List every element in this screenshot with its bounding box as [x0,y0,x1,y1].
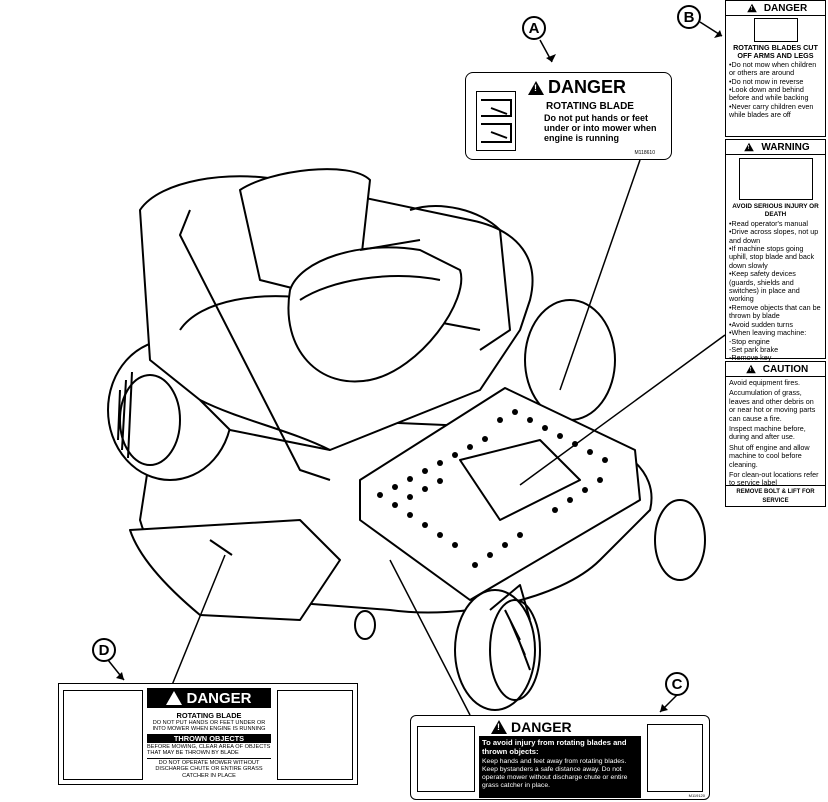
decal-b-danger-header: DANGER [726,1,825,16]
decal-b-caution-item: Accumulation of grass, leaves and other … [729,388,816,423]
hand-under-deck-icon [63,690,143,780]
decal-d-line1: DO NOT PUT HANDS OR FEET UNDER OR INTO M… [152,720,266,733]
decal-c-body: Keep hands and feet away from rotating b… [482,758,628,789]
leader-line-d [169,554,226,691]
thrown-objects-icon [277,690,353,780]
decal-b-caution-item: For clean-out locations refer to service… [729,470,819,488]
decal-d-title1: ROTATING BLADE [176,711,242,720]
decal-c-text-panel: To avoid injury from rotating blades and… [479,736,641,798]
callout-d: D [92,638,116,662]
decal-d-line2: BEFORE MOWING, CLEAR AREA OF OBJECTS THA… [147,744,271,757]
left-caster-wheel [454,589,536,711]
decal-c-header: DANGER [491,719,572,735]
decal-b-danger-item: •Never carry children even while blades … [729,101,814,120]
decal-b-warning-item: •Read operator's manual [729,218,809,228]
decal-b-caution-item: Avoid equipment fires. [729,378,800,387]
decal-d: DANGER ROTATING BLADE DO NOT PUT HANDS O… [58,683,358,785]
decal-b-warning-header: WARNING [726,140,825,155]
warning-triangle-icon [491,720,507,734]
decal-b-caution-signal: CAUTION [762,363,809,375]
decal-b-caution-item: Inspect machine before, during and after… [729,424,806,442]
decal-a-signal: DANGER [548,77,627,97]
decal-b-danger-item: •Look down and behind before and while b… [729,85,809,103]
warning-triangle-icon [528,80,544,95]
leader-line-b [519,334,726,486]
callout-b: B [677,5,701,29]
control-lever [179,209,331,481]
decal-b-footer: REMOVE BOLT & LIFT FOR SERVICE [726,485,825,505]
decal-a-title: ROTATING BLADE [546,101,634,112]
decal-a-header: DANGER [528,77,626,98]
right-caster-wheel [654,499,706,581]
platform-holes [377,409,608,568]
warning-triangle-icon [744,142,755,152]
decal-d-signal: DANGER [186,689,252,707]
callout-c: C [665,672,689,696]
decal-c-lead: To avoid injury from rotating blades and… [482,738,627,756]
decal-b-warning-item: •Keep safety devices (guards, shields an… [729,269,800,304]
decal-b-warning-item: •Drive across slopes, not up and down [729,227,819,245]
decal-b-warning-item: -Remove key [729,353,772,363]
decal-c-code: M119120 [688,793,705,798]
thrown-objects-icon [647,724,703,792]
decal-b-warning-item: •Avoid sudden turns [729,319,793,329]
decal-d-title2: THROWN OBJECTS [147,734,271,743]
decal-b-warning-item: -Stop engine [729,336,770,346]
decal-b-warning-item: •When leaving machine: [729,328,807,338]
warning-triangle-icon [745,364,756,374]
decal-b-caution-item: Shut off engine and allow machine to coo… [729,442,810,469]
decal-b-warning-title: AVOID SERIOUS INJURY OR DEATH [732,203,819,219]
blade-cut-icon [753,18,798,42]
decal-b-warning-item: -Set park brake [729,344,779,354]
decal-b-caution-header: CAUTION [726,362,825,377]
decal-b-warning-signal: WARNING [761,141,810,153]
foot-platform [359,387,641,601]
decal-b-warning-item: •Remove objects that can be thrown by bl… [729,302,821,321]
decal-b-danger-item: •Do not mow in reverse [729,76,804,86]
discharge-chute [129,519,341,621]
leader-line-c [389,559,471,716]
warning-triangle-icon [166,691,183,705]
hand-under-deck-icon [417,726,475,792]
decal-d-line3: DO NOT OPERATE MOWER WITHOUT DISCHARGE C… [147,758,271,779]
decal-b-danger-title: ROTATING BLADES CUT OFF ARMS AND LEGS [733,43,818,61]
hand-under-deck-icon [476,91,516,151]
decal-b-danger: DANGER ROTATING BLADES CUT OFF ARMS AND … [725,0,826,137]
rollover-icon [738,158,813,200]
decal-d-header: DANGER [147,688,271,708]
decal-a: DANGER ROTATING BLADE Do not put hands o… [465,72,672,160]
decal-b-warning-item: •If machine stops going uphill, stop bla… [729,244,815,270]
decal-b-danger-signal: DANGER [763,2,808,14]
decal-a-code: M118610 [634,150,655,156]
callout-a: A [522,16,546,40]
decal-b-caution: CAUTION Avoid equipment fires. Accumulat… [725,361,826,507]
decal-b-warning: WARNING AVOID SERIOUS INJURY OR DEATH •R… [725,139,826,363]
decal-c: DANGER To avoid injury from rotating bla… [410,715,710,800]
decal-a-body: Do not put hands or feet under or into m… [544,113,657,143]
decal-b-danger-item: •Do not mow when children or others are … [729,59,817,78]
leader-line-a [559,159,641,391]
decal-c-signal: DANGER [511,719,572,735]
warning-triangle-icon [747,3,757,13]
